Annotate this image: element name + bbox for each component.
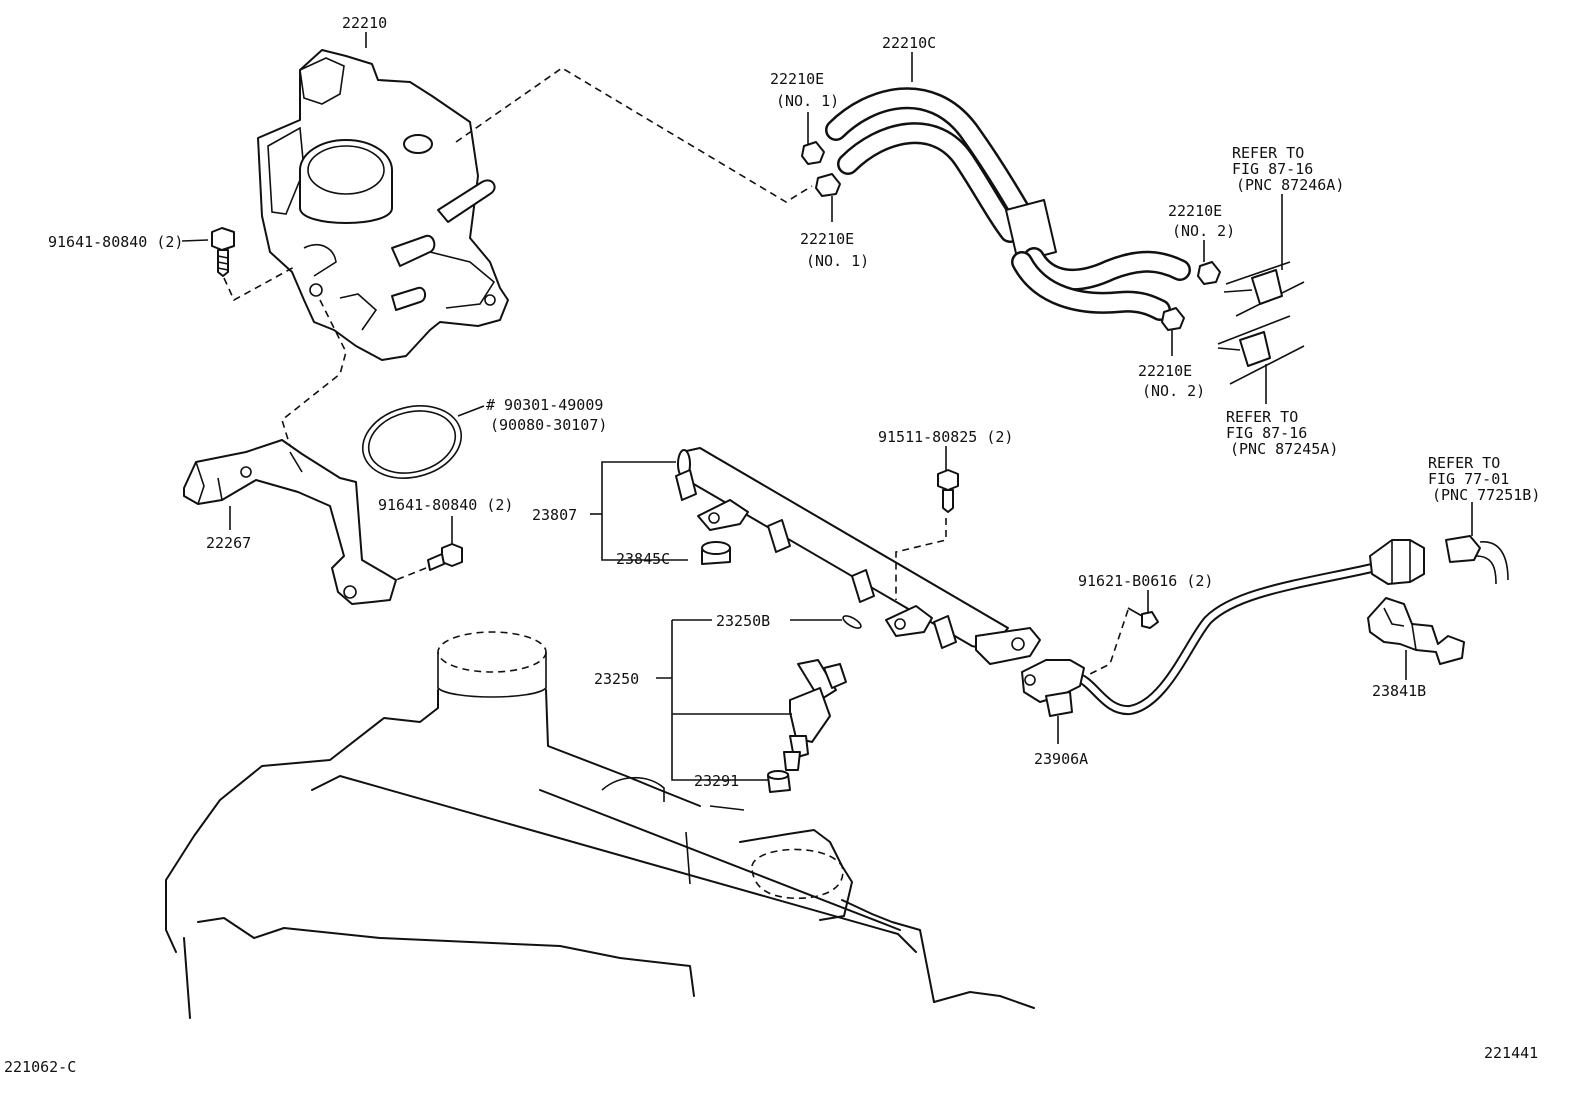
pipe-refer-87245a	[1217, 315, 1305, 385]
bolt-91641-mid	[427, 516, 463, 571]
label-22210e-top-no: (NO. 1)	[776, 92, 839, 110]
label-refer-b-1: REFER TO	[1226, 408, 1298, 426]
bolt-91511-80825	[937, 446, 959, 513]
figure-id-left: 221062-C	[4, 1058, 76, 1076]
label-22210e-mid-no: (NO. 1)	[806, 252, 869, 270]
label-23291: 23291	[694, 772, 739, 790]
bolt-91641-top	[211, 227, 235, 277]
label-gasket-2: (90080-30107)	[490, 416, 607, 434]
clip-22210e-no1-mid	[815, 173, 841, 222]
clip-22210e-no2-lower	[1161, 307, 1185, 356]
label-91511: 91511-80825 (2)	[878, 428, 1013, 446]
clip-22210e-no2-upper	[1197, 240, 1221, 285]
dash-bolt-top	[223, 265, 297, 302]
label-23250: 23250	[594, 670, 639, 688]
label-23841b: 23841B	[1372, 682, 1426, 700]
label-refer-a-1: REFER TO	[1232, 144, 1304, 162]
label-22210: 22210	[342, 14, 387, 32]
label-22267: 22267	[206, 534, 251, 552]
gasket-90301-49009	[361, 405, 485, 479]
pipe-refer-87246a	[1223, 261, 1305, 317]
label-91621: 91621-B0616 (2)	[1078, 572, 1213, 590]
engine-block	[165, 631, 1035, 1019]
label-refer-c-1: REFER TO	[1428, 454, 1500, 472]
figure-id-right: 221441	[1484, 1044, 1538, 1062]
dash-throttle-bracket	[281, 299, 347, 447]
clamp-23841b	[1367, 597, 1465, 680]
label-refer-a-2: FIG 87-16	[1232, 160, 1313, 178]
label-refer-b-3: (PNC 87245A)	[1230, 440, 1338, 458]
label-22210e-r1-no: (NO. 2)	[1172, 222, 1235, 240]
label-refer-c-2: FIG 77-01	[1428, 470, 1509, 488]
label-22210c: 22210C	[882, 34, 936, 52]
clip-22210e-no1-top	[801, 112, 825, 165]
seal-23291	[767, 770, 791, 793]
label-23807: 23807	[532, 506, 577, 524]
label-refer-a-3: (PNC 87246A)	[1236, 176, 1344, 194]
label-22210e-r2-no: (NO. 2)	[1142, 382, 1205, 400]
label-refer-c-3: (PNC 77251B)	[1432, 486, 1540, 504]
injector-23250	[783, 659, 847, 771]
label-bolt-mid: 91641-80840 (2)	[378, 496, 513, 514]
connector-refer-77251b	[1369, 502, 1509, 585]
throttle-body-22210	[257, 49, 509, 361]
label-23906a: 23906A	[1034, 750, 1088, 768]
label-bolt-top: 91641-80840 (2)	[48, 233, 183, 251]
screw-91621-b0616	[1127, 590, 1159, 629]
label-22210e-r1: 22210E	[1168, 202, 1222, 220]
oring-23250b	[790, 615, 862, 629]
hose-22210c	[825, 87, 1191, 321]
label-22210e-mid: 22210E	[800, 230, 854, 248]
bracket-22267	[183, 439, 397, 605]
fuel-pipe	[1069, 563, 1377, 715]
insulator-23845c	[701, 541, 731, 565]
dash-throttle-hose	[455, 67, 813, 203]
label-refer-b-2: FIG 87-16	[1226, 424, 1307, 442]
label-22210e-r2: 22210E	[1138, 362, 1192, 380]
label-gasket-1: # 90301-49009	[486, 396, 603, 414]
label-23845c: 23845C	[616, 550, 670, 568]
label-23250b: 23250B	[716, 612, 770, 630]
pulsation-damper-23906a	[1021, 659, 1085, 744]
fuel-rail-23807	[675, 447, 1041, 665]
label-22210e-top: 22210E	[770, 70, 824, 88]
